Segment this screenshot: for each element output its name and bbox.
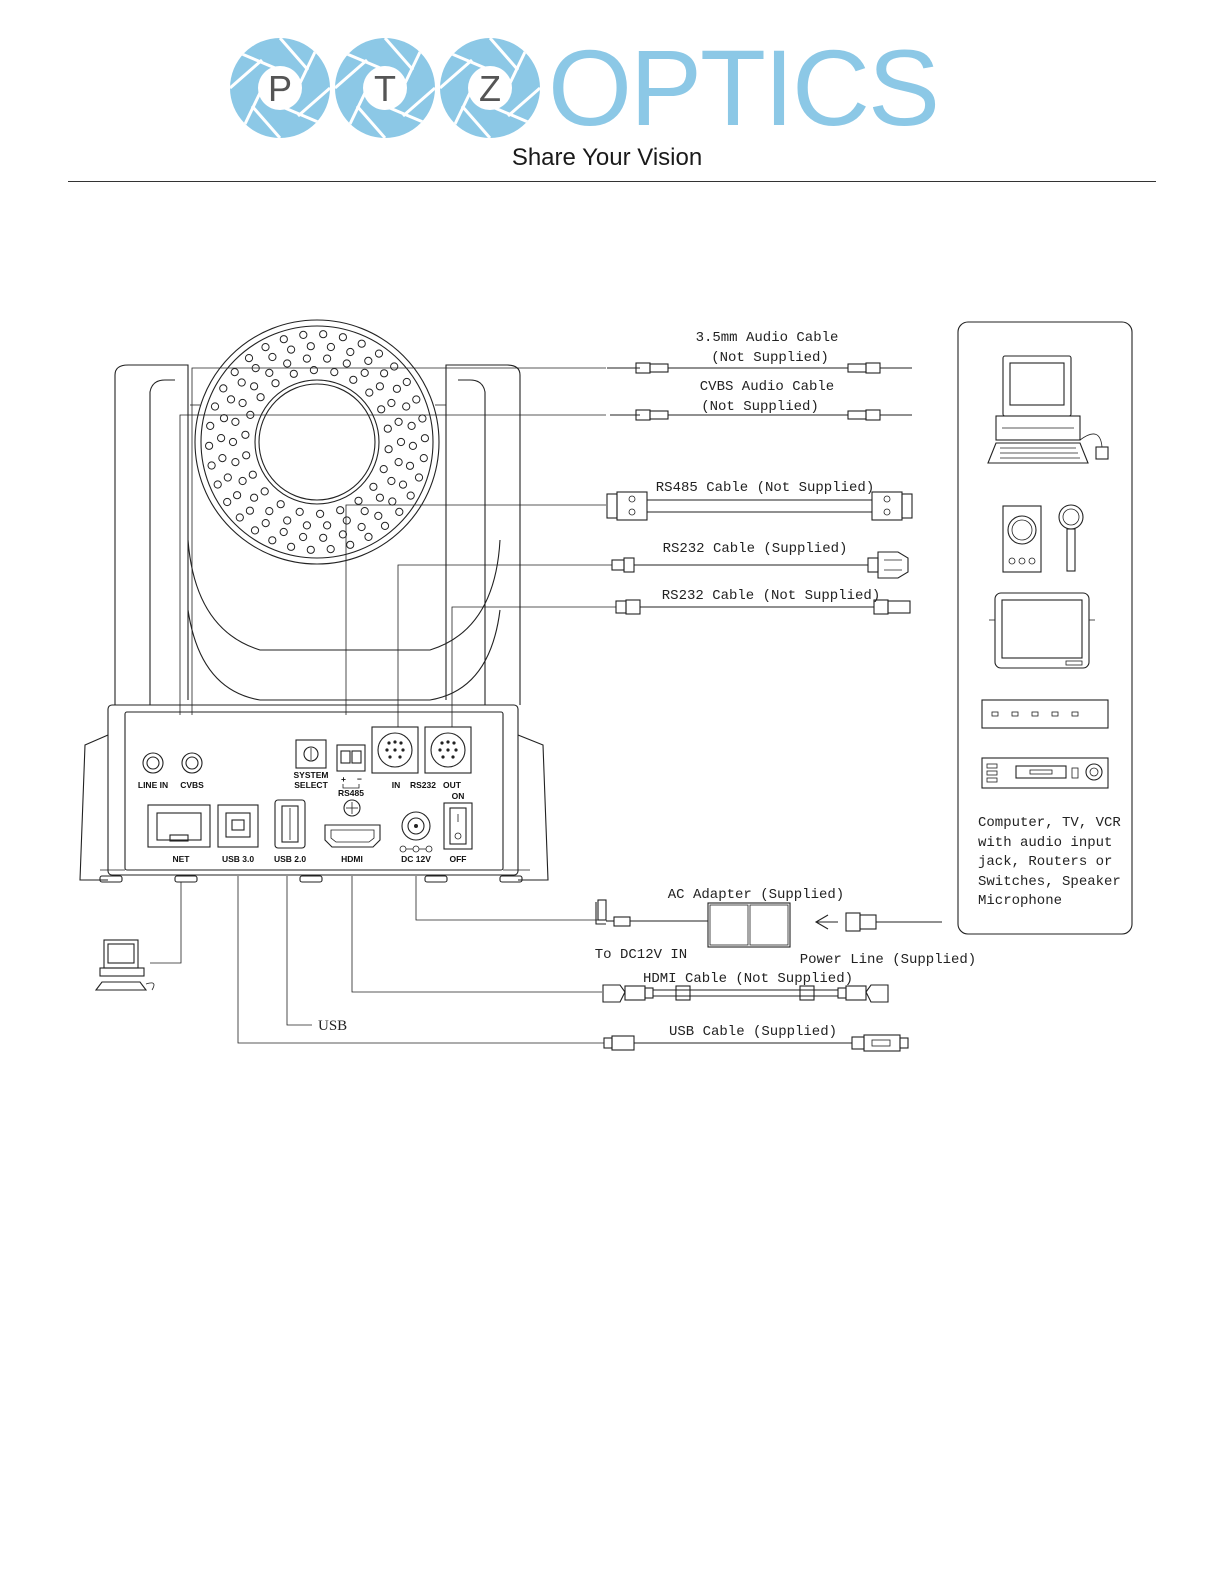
header-divider <box>68 181 1156 182</box>
rs232-not-supplied-cable <box>615 599 911 615</box>
hdmi-port[interactable] <box>324 824 381 848</box>
rs232-in-port[interactable] <box>371 726 419 774</box>
ptzoptics-logo: P T Z OPTICS Share Your Vision <box>230 30 940 171</box>
power-switch[interactable] <box>443 802 473 850</box>
dc12v-port[interactable] <box>401 811 431 841</box>
devices-line-5: Microphone <box>978 893 1062 909</box>
vcr-icon <box>981 757 1109 789</box>
usb-cable-label: USB Cable (Supplied) <box>669 1024 837 1040</box>
rs232-supplied-label: RS232 Cable (Supplied) <box>663 541 848 557</box>
rs232-label: RS232 <box>410 780 436 790</box>
rs232-out-label: OUT <box>443 780 462 790</box>
aperture-icon-z: Z <box>440 38 540 138</box>
dc12v-label: DC 12V <box>401 854 431 864</box>
cvbs-audio-note: (Not Supplied) <box>701 399 819 415</box>
rs232-not-supplied-label: RS232 Cable (Not Supplied) <box>662 588 880 604</box>
computer-icon <box>987 355 1109 464</box>
usb30-label: USB 3.0 <box>222 854 254 864</box>
aperture-icon-p: P <box>230 38 330 138</box>
ac-adapter <box>595 899 942 948</box>
devices-line-4: Switches, Speaker <box>978 874 1121 890</box>
usb-label: USB <box>318 1018 347 1034</box>
usb20-label: USB 2.0 <box>274 854 306 864</box>
rs485-label: RS485 <box>338 788 364 798</box>
logo-brand-text: OPTICS <box>548 30 938 148</box>
rs232-in-label: IN <box>392 780 401 790</box>
line-in-label: LINE IN <box>138 780 168 790</box>
connection-lines <box>150 367 616 1044</box>
usb-cable <box>603 1034 909 1052</box>
rs485-cable-label: RS485 Cable (Not Supplied) <box>656 480 874 496</box>
net-label: NET <box>173 854 191 864</box>
cvbs-port[interactable] <box>181 752 203 774</box>
rs485-cable <box>606 491 913 521</box>
system-select-dial[interactable] <box>295 739 327 769</box>
usb20-port[interactable] <box>274 799 306 849</box>
screw-icon <box>343 799 361 817</box>
rs232-supplied-cable <box>611 551 909 579</box>
cvbs-audio-label: CVBS Audio Cable <box>700 379 834 395</box>
devices-line-1: Computer, TV, VCR <box>978 815 1121 831</box>
to-dc12v-label: To DC12V IN <box>595 947 687 963</box>
connection-diagram: LINE IN CVBS SYSTEM SELECT + − RS485 <box>79 319 1133 1052</box>
net-port[interactable] <box>147 804 211 848</box>
audio-35mm-label: 3.5mm Audio Cable <box>696 330 839 346</box>
rs232-out-port[interactable] <box>424 726 472 774</box>
line-in-port[interactable] <box>142 752 164 774</box>
logo-tagline: Share Your Vision <box>512 144 702 171</box>
cvbs-audio-cable <box>610 409 912 421</box>
port-panel: LINE IN CVBS SYSTEM SELECT + − RS485 <box>138 726 473 864</box>
rs485-plus-label: + <box>341 774 346 784</box>
microphone-icon <box>1058 504 1084 572</box>
rs485-minus-label: − <box>357 774 362 784</box>
devices-line-2: with audio input <box>978 835 1112 851</box>
logo-letter-t: T <box>374 68 396 109</box>
cvbs-label: CVBS <box>180 780 204 790</box>
logo-letter-z: Z <box>479 68 501 109</box>
power-line-label: Power Line (Supplied) <box>800 952 976 968</box>
camera-body <box>79 364 549 883</box>
speaker-icon <box>1002 505 1042 573</box>
tv-icon <box>989 592 1095 669</box>
off-label: OFF <box>450 854 467 864</box>
router-icon <box>981 699 1109 729</box>
hdmi-label: HDMI <box>341 854 363 864</box>
devices-panel: Computer, TV, VCR with audio input jack,… <box>957 321 1133 935</box>
hdmi-cable-label: HDMI Cable (Not Supplied) <box>643 971 853 987</box>
logo-letter-p: P <box>268 68 292 109</box>
hdmi-cable <box>602 984 889 1003</box>
rs485-terminal[interactable] <box>336 744 366 772</box>
system-select-label-1: SYSTEM <box>294 770 329 780</box>
devices-line-3: jack, Routers or <box>978 854 1112 870</box>
ac-adapter-label: AC Adapter (Supplied) <box>668 887 844 903</box>
aperture-icon-t: T <box>335 38 435 138</box>
audio-35mm-note: (Not Supplied) <box>711 350 829 366</box>
audio-35mm-cable <box>607 362 912 374</box>
network-computer-icon <box>94 939 155 991</box>
camera-head <box>194 319 440 565</box>
polarity-icon <box>399 845 433 853</box>
system-select-label-2: SELECT <box>294 780 328 790</box>
speaker-grille <box>205 330 429 554</box>
on-label: ON <box>452 791 465 801</box>
usb30-port[interactable] <box>217 804 259 848</box>
